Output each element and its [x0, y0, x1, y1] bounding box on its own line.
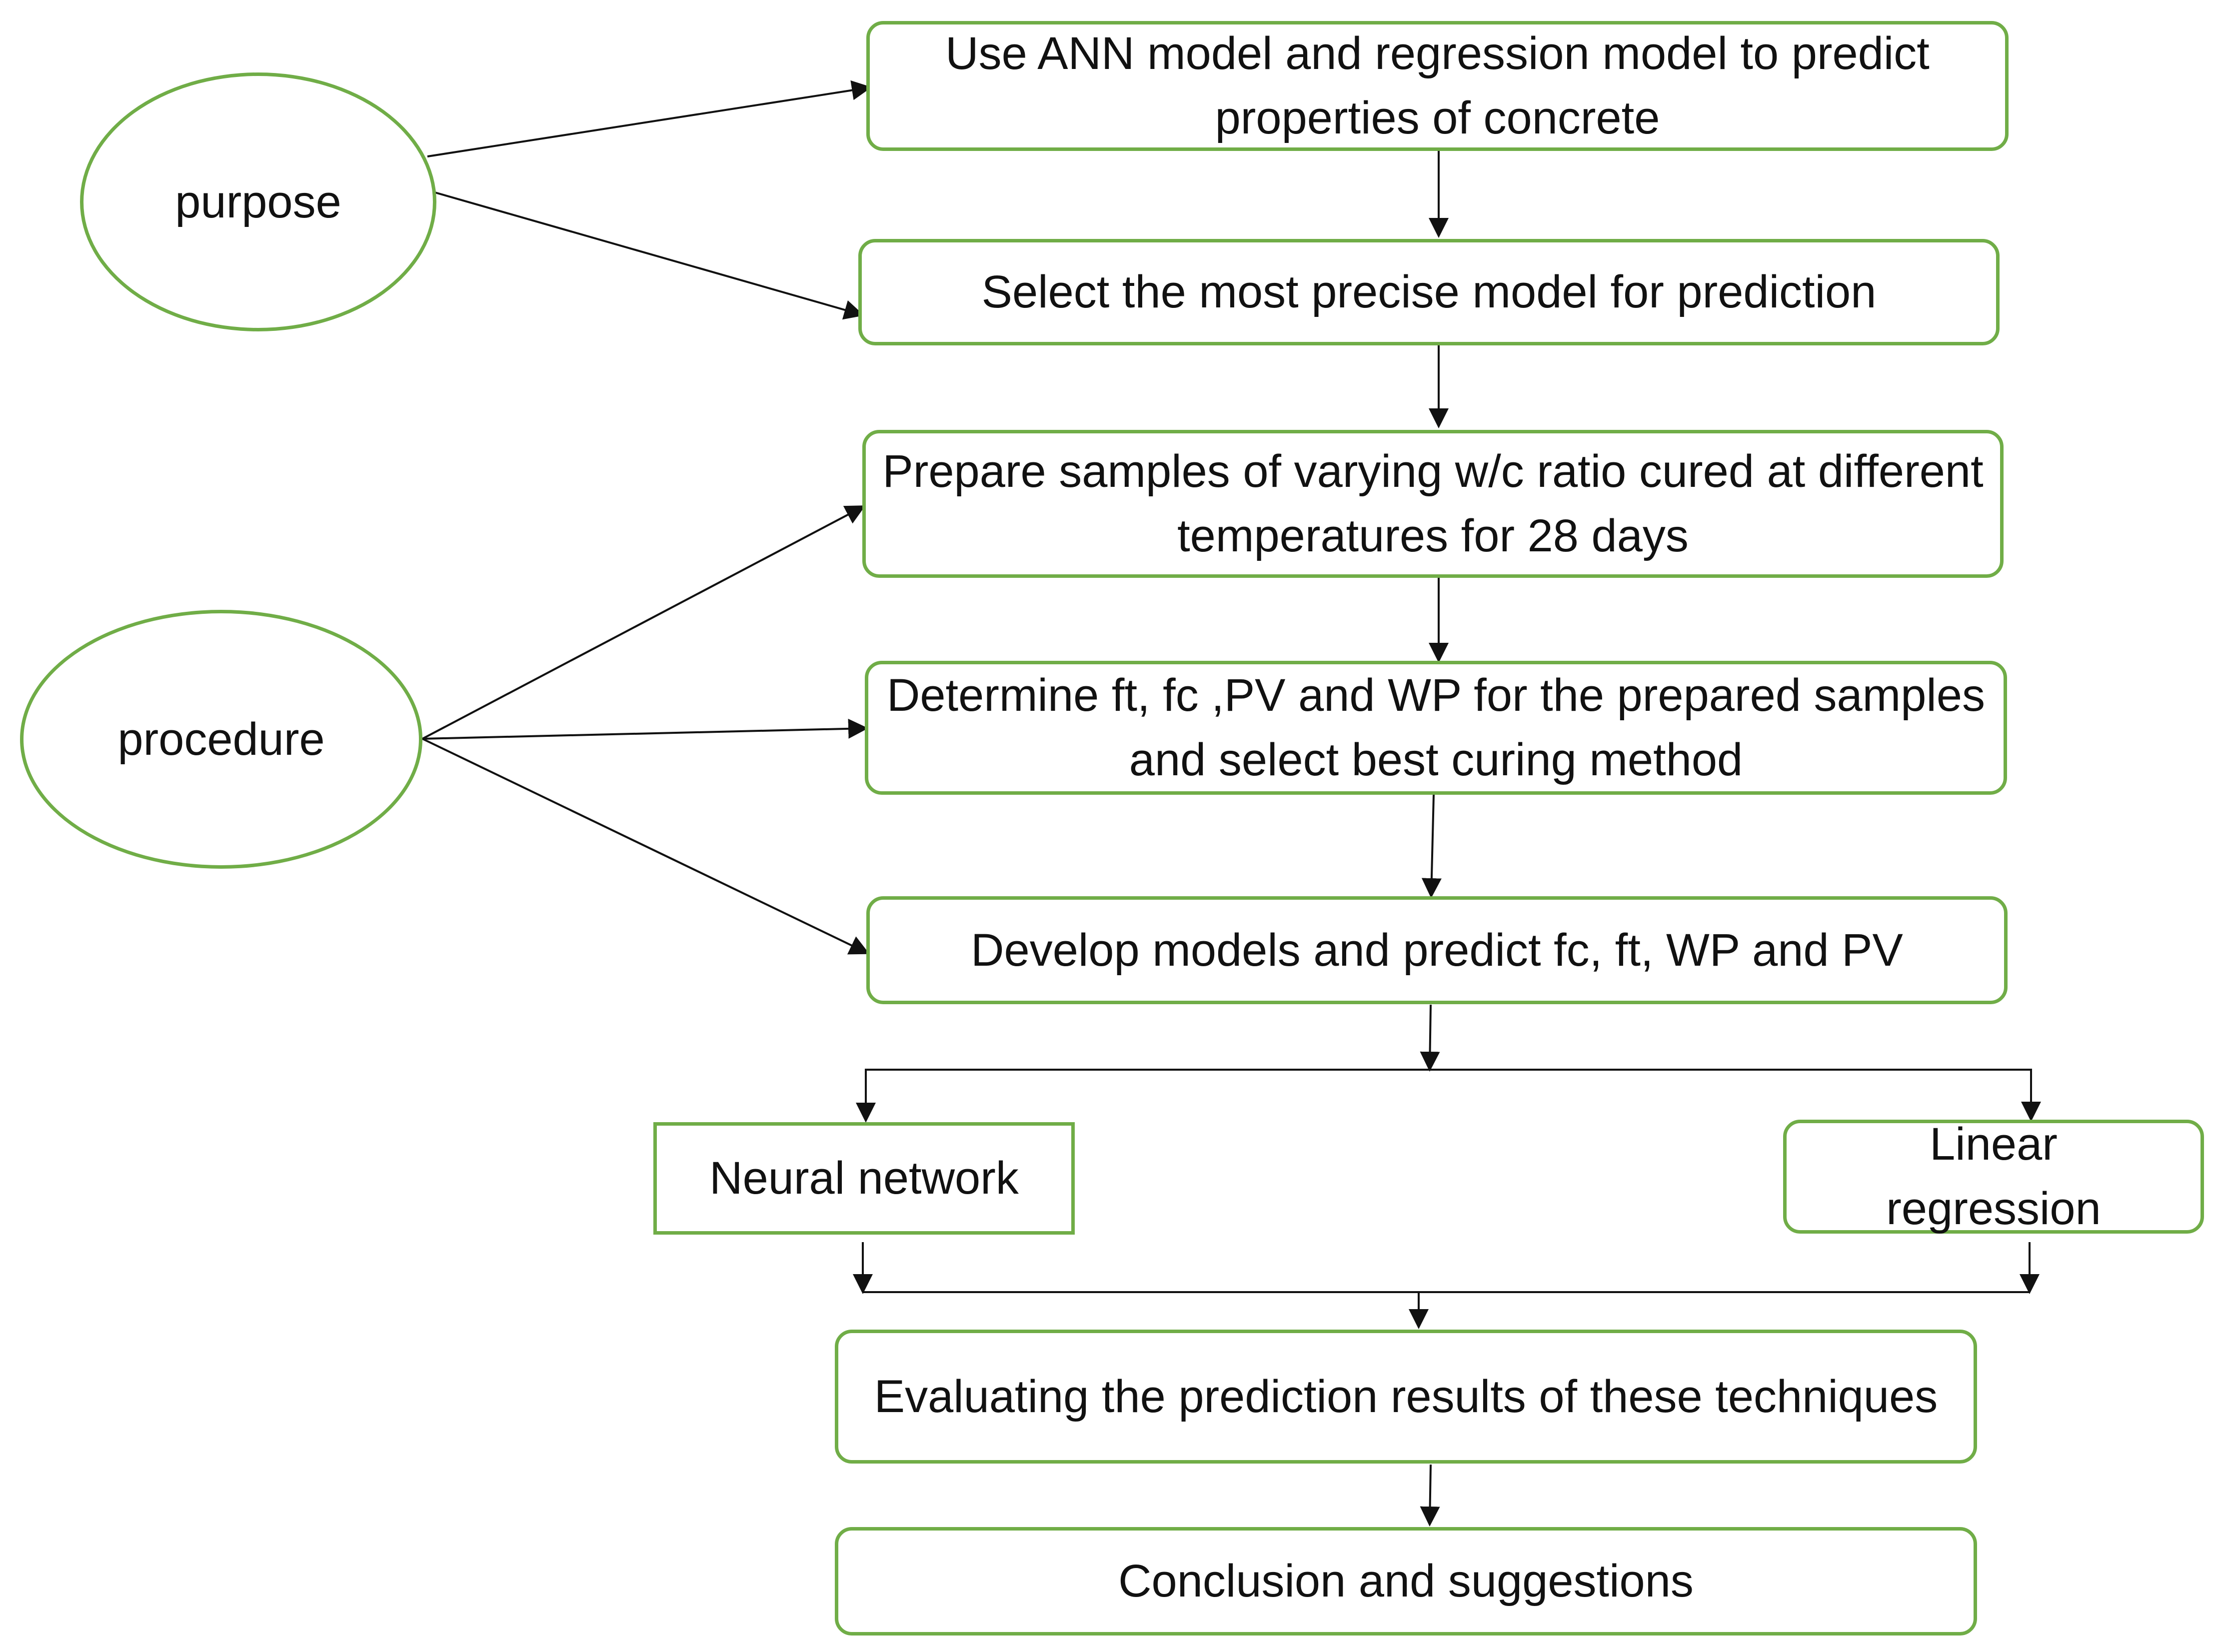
evaluate-label: Evaluating the prediction results of the… [874, 1371, 1938, 1422]
determine-label: Determine ft, fc ,PV and WP for the prep… [886, 670, 1986, 785]
linear-regression-box: Linear regression [1783, 1119, 2204, 1234]
procedure-oval: procedure [20, 610, 422, 869]
select-model-box: Select the most precise model for predic… [858, 239, 2000, 345]
evaluate-box: Evaluating the prediction results of the… [835, 1330, 1977, 1464]
develop-box: Develop models and predict fc, ft, WP an… [866, 896, 2008, 1004]
purpose-oval: purpose [80, 72, 436, 331]
arrow-procedure-to-develop [422, 738, 870, 955]
arrow-evaluate-to-conclusion [1420, 1464, 1440, 1527]
select-model-label: Select the most precise model for predic… [981, 266, 1877, 318]
arrow-procedure-to-prepare [422, 505, 866, 740]
arrow-purpose-to-use-models [427, 80, 872, 157]
use-models-box: Use ANN model and regression model to pr… [866, 21, 2009, 151]
linear-regression-label: Linear regression [1886, 1119, 2101, 1234]
conclusion-label: Conclusion and suggestions [1118, 1556, 1694, 1607]
purpose-label: purpose [175, 176, 341, 227]
develop-label: Develop models and predict fc, ft, WP an… [971, 924, 1903, 976]
determine-box: Determine ft, fc ,PV and WP for the prep… [865, 661, 2007, 795]
prepare-samples-label: Prepare samples of varying w/c ratio cur… [882, 446, 1984, 561]
use-models-label: Use ANN model and regression model to pr… [945, 28, 1930, 143]
procedure-label: procedure [117, 713, 325, 765]
neural-network-label: Neural network [709, 1153, 1019, 1204]
arrow-determine-to-develop [1421, 794, 1442, 898]
arrow-procedure-to-determine [422, 718, 868, 740]
neural-network-box: Neural network [653, 1122, 1075, 1235]
arrow-develop-to-split [1420, 1004, 1440, 1072]
arrow-purpose-to-select-model [434, 191, 864, 320]
prepare-samples-box: Prepare samples of varying w/c ratio cur… [862, 430, 2004, 578]
conclusion-box: Conclusion and suggestions [835, 1527, 1977, 1636]
